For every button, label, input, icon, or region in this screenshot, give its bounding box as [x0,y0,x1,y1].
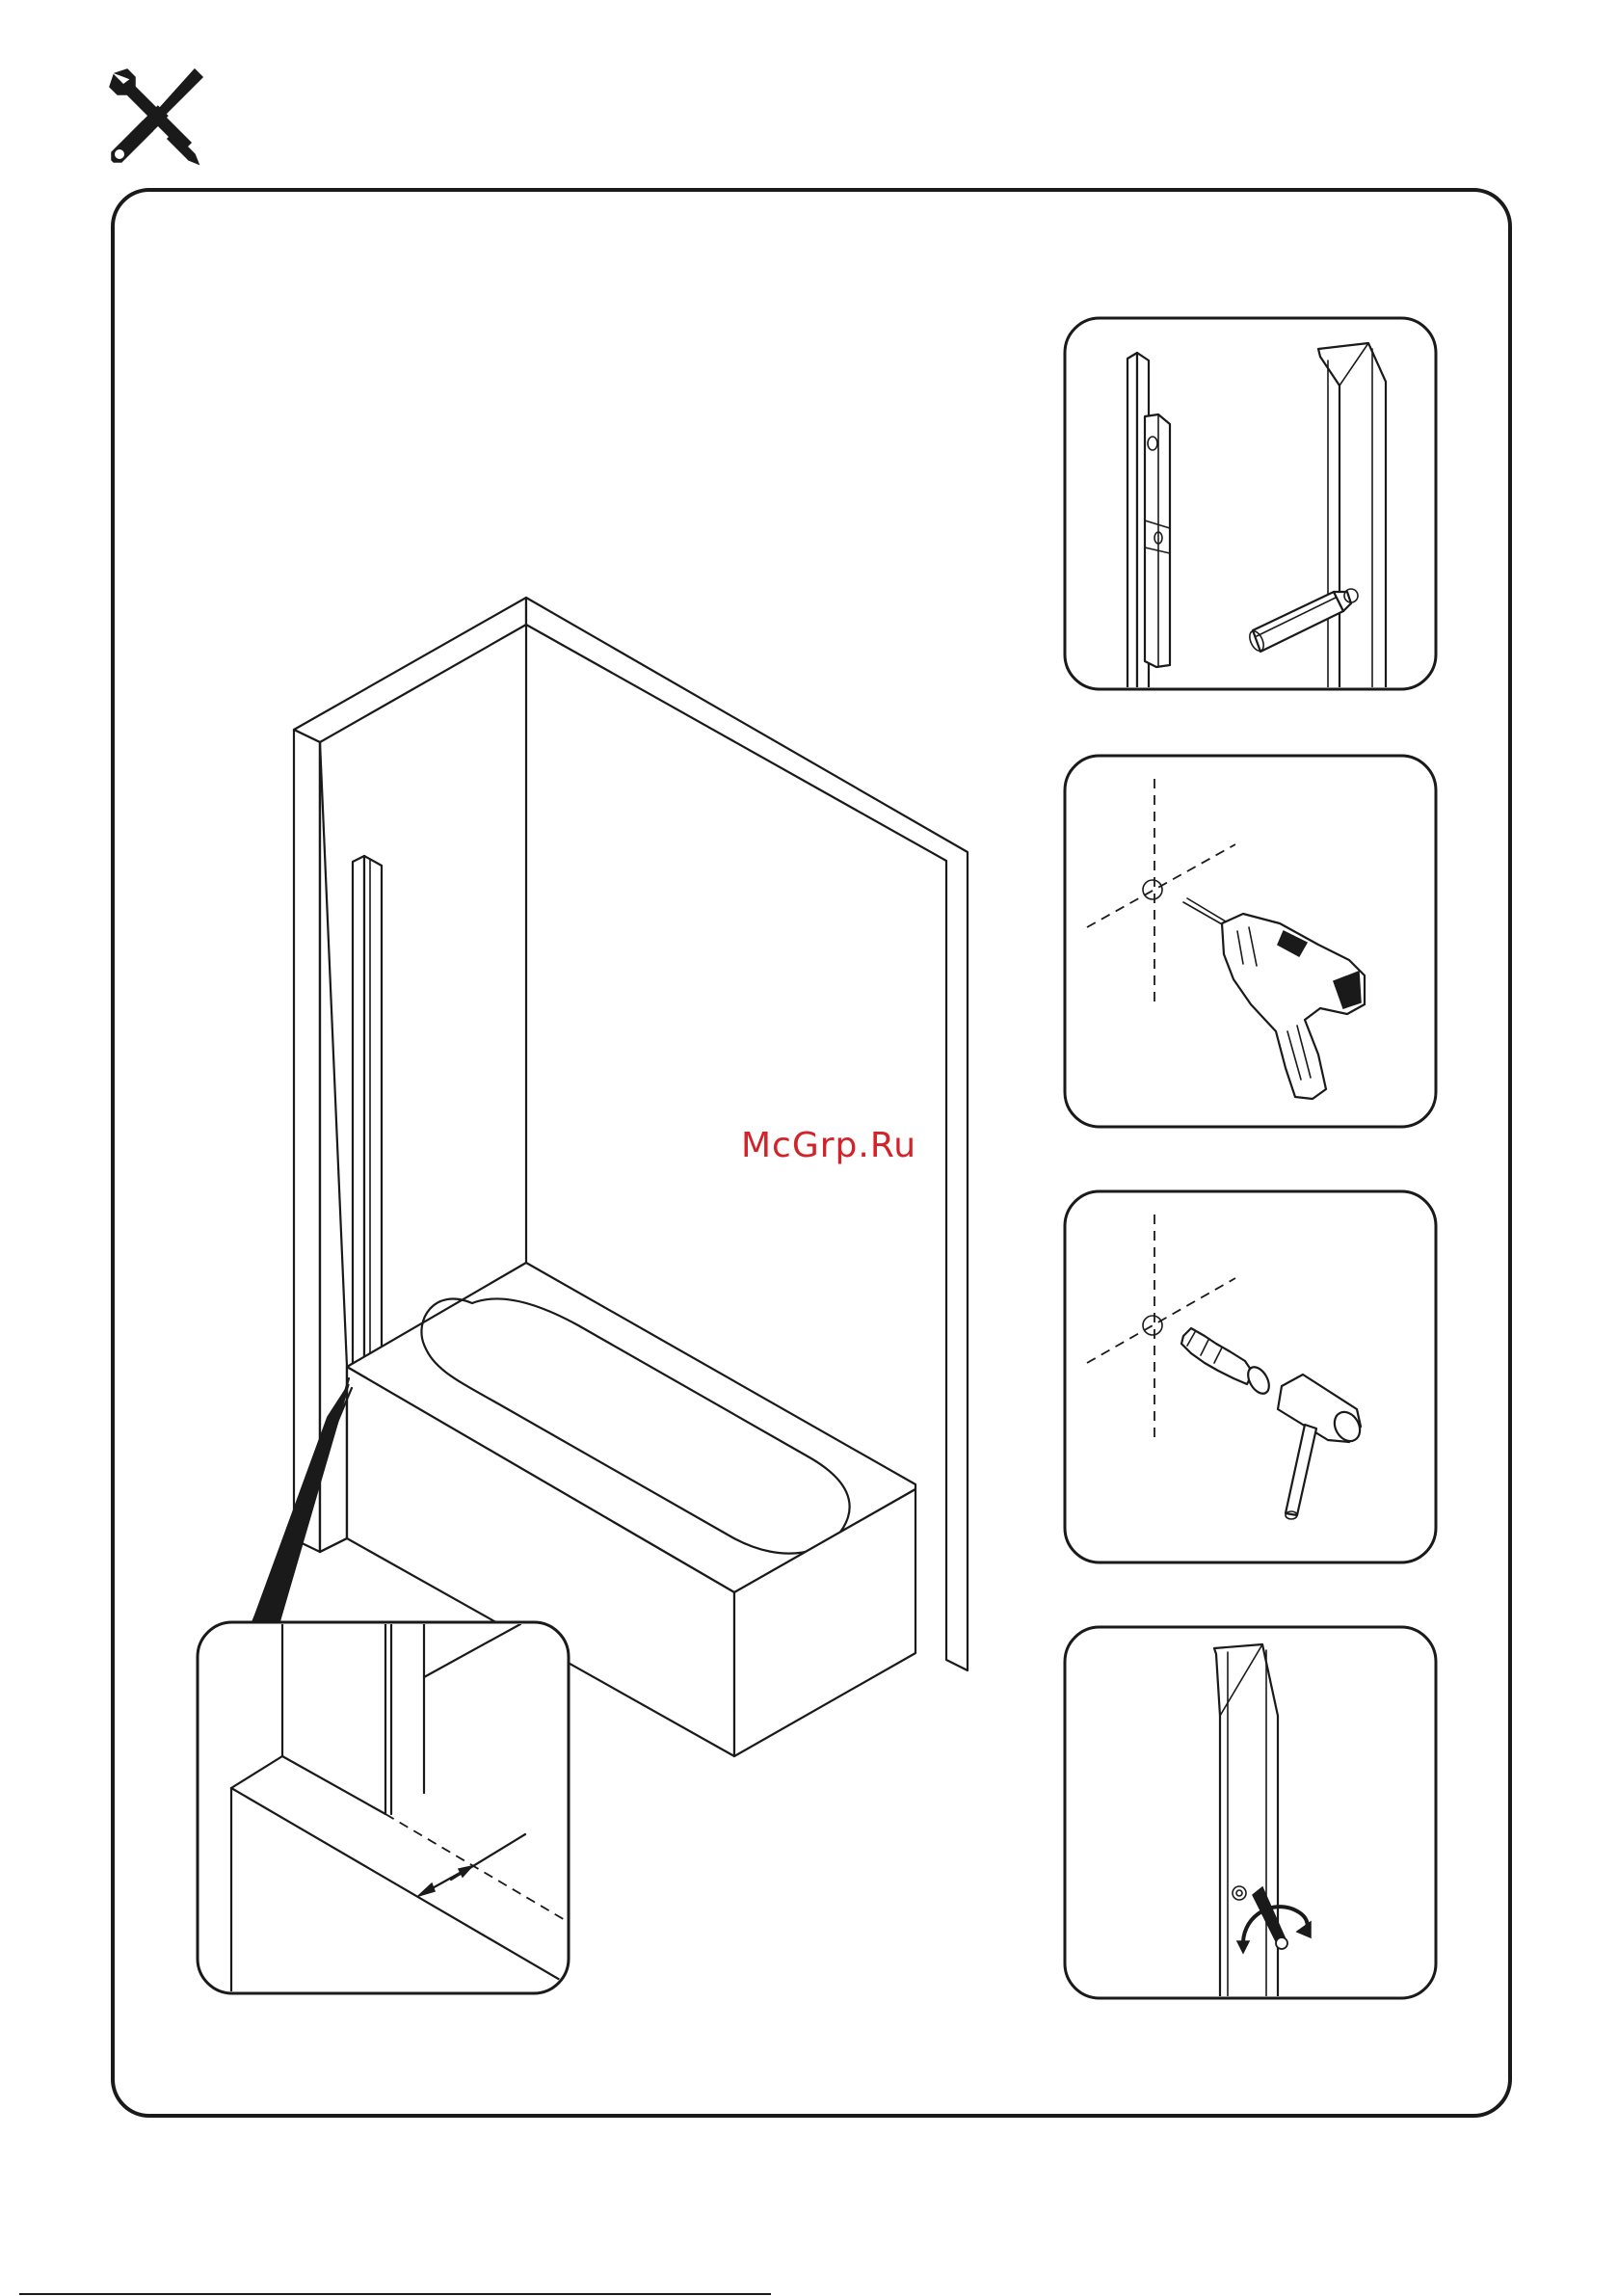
step-1-panel [1065,318,1436,689]
step-4-panel [1065,1627,1436,1998]
detail-callout [198,1622,569,1995]
step-2-panel [1065,756,1436,1127]
wrench-screwdriver-icon [110,69,202,164]
watermark-text: McGrp.Ru [708,1126,949,1165]
step-3-panel [1065,1191,1436,1562]
